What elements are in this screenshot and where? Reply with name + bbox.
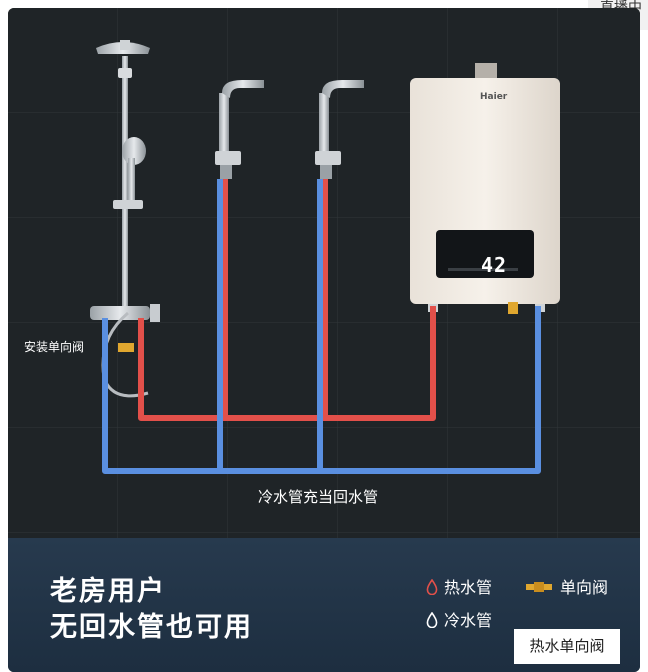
water-heater bbox=[410, 63, 560, 314]
faucet-right bbox=[315, 80, 364, 179]
cold-pipe-return-label: 冷水管充当回水管 bbox=[258, 488, 379, 506]
legend-check-valve: 单向阀 bbox=[526, 574, 608, 598]
drop-white-icon bbox=[426, 611, 438, 629]
legend-hot-pipe: 热水管 bbox=[426, 574, 492, 598]
faucet-left bbox=[215, 80, 264, 179]
drop-red-icon bbox=[426, 578, 438, 596]
cold-water-pipes bbox=[102, 179, 541, 474]
heater-temperature-display: 42 bbox=[481, 253, 508, 277]
plumbing-diagram bbox=[8, 8, 640, 538]
hot-water-check-valve-tab[interactable]: 热水单向阀 bbox=[514, 629, 620, 664]
check-valve-install-label: 安装单向阀 bbox=[24, 340, 85, 354]
headline-line-2: 无回水管也可用 bbox=[50, 612, 253, 643]
hot-water-pipes bbox=[138, 179, 436, 421]
legend-cold-pipe: 冷水管 bbox=[426, 607, 492, 631]
heater-brand-logo: Haier bbox=[480, 92, 508, 102]
valve-icon bbox=[526, 582, 552, 592]
shower-set bbox=[90, 40, 160, 398]
product-image: Haier 42 安装单向阀 冷水管充当回水管 老房用户 无回水管也可用 热水管… bbox=[8, 8, 640, 672]
headline-line-1: 老房用户 bbox=[50, 576, 166, 607]
